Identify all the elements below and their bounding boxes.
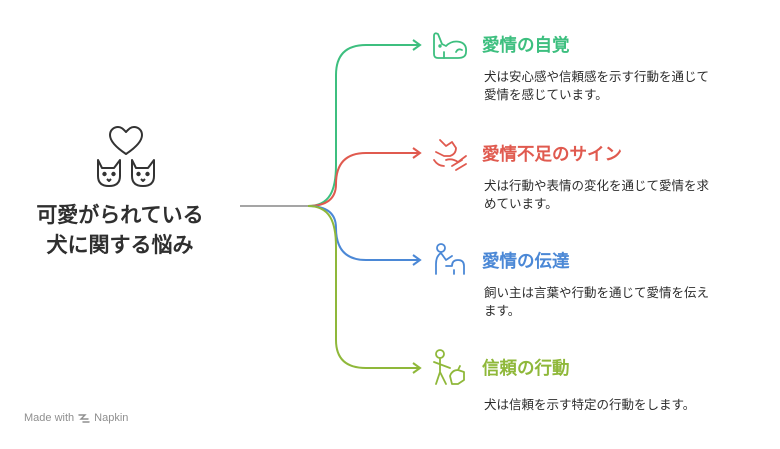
connector-branch-1 xyxy=(307,44,420,207)
arrowhead-4 xyxy=(412,362,422,374)
branch-desc-1-line-1: 犬は安心感や信頼感を示す行動を通じて xyxy=(484,69,710,84)
dog-face-icon xyxy=(97,159,121,187)
branch-title-2: 愛情不足のサイン xyxy=(482,145,622,165)
napkin-watermark: Made with Napkin xyxy=(24,412,128,424)
dog-hand-icon xyxy=(433,139,467,171)
napkin-logo-icon xyxy=(78,414,90,423)
made-with-label: Made with xyxy=(24,412,75,424)
arrowhead-1 xyxy=(412,39,422,51)
arrowhead-3 xyxy=(412,254,422,266)
branch-desc-3: 飼い主は言葉や行動を通じて愛情を伝え ます。 xyxy=(484,284,764,320)
heart-icon xyxy=(109,126,143,155)
branch-desc-1: 犬は安心感や信頼感を示す行動を通じて 愛情を感じています。 xyxy=(484,68,764,104)
branch-desc-4-line-1: 犬は信頼を示す特定の行動をします。 xyxy=(484,397,696,412)
connector-branch-3 xyxy=(307,205,420,261)
branch-title-4: 信頼の行動 xyxy=(482,359,570,379)
person-dog-icon xyxy=(435,243,465,275)
connector-branch-2 xyxy=(307,152,420,207)
central-topic-line-1: 可愛がられている xyxy=(36,203,204,227)
branch-desc-2-line-2: めています。 xyxy=(484,196,558,211)
branch-title-3: 愛情の伝達 xyxy=(482,252,570,272)
branch-desc-2: 犬は行動や表情の変化を通じて愛情を求 めています。 xyxy=(484,177,764,213)
branch-desc-4: 犬は信頼を示す特定の行動をします。 xyxy=(484,396,764,414)
napkin-brand: Napkin xyxy=(94,412,129,424)
dog-face-icon xyxy=(131,159,155,187)
arrowhead-2 xyxy=(412,147,422,159)
central-topic: 可愛がられている 犬に関する悩み xyxy=(0,200,240,260)
central-topic-line-2: 犬に関する悩み xyxy=(46,233,194,257)
branch-desc-3-line-2: ます。 xyxy=(484,303,521,318)
branch-desc-2-line-1: 犬は行動や表情の変化を通じて愛情を求 xyxy=(484,178,710,193)
branch-desc-1-line-2: 愛情を感じています。 xyxy=(484,87,608,102)
branch-desc-3-line-1: 飼い主は言葉や行動を通じて愛情を伝え xyxy=(484,285,710,300)
branch-title-1: 愛情の自覚 xyxy=(482,36,570,56)
person-training-dog-icon xyxy=(433,349,465,385)
connector-branch-4 xyxy=(307,205,420,369)
dog-lying-icon xyxy=(433,32,468,59)
